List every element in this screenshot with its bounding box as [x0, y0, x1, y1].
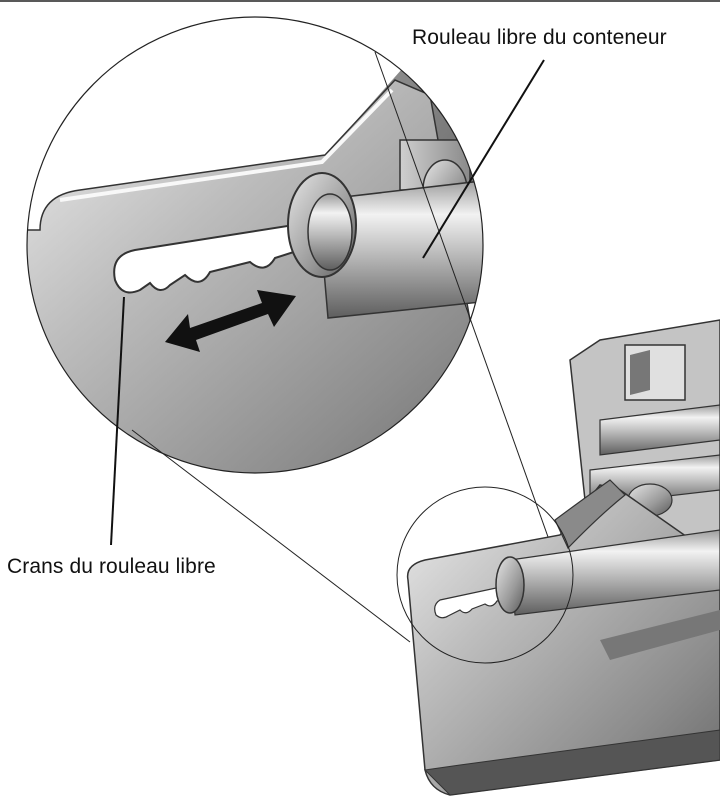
detail-circle — [396, 486, 574, 664]
double-headed-arrow-icon — [165, 290, 296, 352]
callout-conveyor-roller: Rouleau libre du conteneur — [412, 26, 667, 49]
magnifier-circle — [26, 16, 484, 474]
magnified-view — [27, 17, 483, 473]
printer-assembly — [406, 319, 720, 796]
leader-line-roller — [422, 59, 545, 259]
leader-line-notches — [110, 296, 125, 546]
callout-roller-notches: Crans du rouleau libre — [7, 555, 216, 578]
